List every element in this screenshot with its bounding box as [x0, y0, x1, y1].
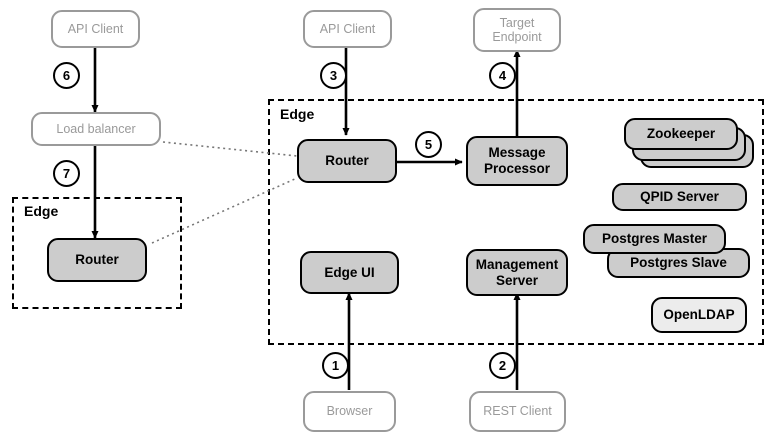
node-message-processor[interactable]: Message Processor: [466, 136, 568, 186]
node-edge-ui[interactable]: Edge UI: [300, 251, 399, 294]
node-rest-client[interactable]: REST Client: [469, 391, 566, 432]
node-api-client-mid[interactable]: API Client: [303, 10, 392, 48]
node-label: Zookeeper: [646, 126, 716, 142]
step-badge-2[interactable]: 2: [489, 352, 516, 379]
group-edge-main-label: Edge: [280, 106, 315, 122]
node-label: Postgres Master: [601, 231, 708, 247]
step-badge-6[interactable]: 6: [53, 62, 80, 89]
step-number: 3: [329, 68, 338, 83]
node-label: Edge UI: [324, 264, 375, 280]
node-label: OpenLDAP: [663, 307, 735, 323]
step-number: 7: [62, 166, 71, 181]
node-label: Message Processor: [483, 145, 551, 176]
node-api-client-left[interactable]: API Client: [51, 10, 140, 48]
node-browser[interactable]: Browser: [303, 391, 396, 432]
node-label: Management Server: [475, 256, 559, 288]
step-number: 5: [424, 137, 433, 152]
node-router-main[interactable]: Router: [297, 139, 397, 183]
step-number: 6: [62, 68, 71, 83]
node-label: Postgres Slave: [630, 255, 727, 271]
node-target-endpoint[interactable]: Target Endpoint: [473, 8, 561, 52]
node-load-balancer[interactable]: Load balancer: [31, 112, 161, 146]
node-label: API Client: [67, 21, 124, 36]
node-qpid-server[interactable]: QPID Server: [612, 183, 747, 211]
node-label: Load balancer: [56, 121, 136, 136]
node-label: Router: [325, 153, 369, 169]
node-zookeeper[interactable]: Zookeeper: [624, 118, 738, 150]
node-label: Target Endpoint: [492, 15, 542, 44]
node-label: Router: [75, 252, 119, 268]
group-edge-left-label: Edge: [24, 203, 59, 219]
node-label: QPID Server: [640, 189, 719, 205]
node-management-server[interactable]: Management Server: [466, 249, 568, 296]
node-openldap[interactable]: OpenLDAP: [651, 297, 747, 333]
step-badge-7[interactable]: 7: [53, 160, 80, 187]
node-router-left[interactable]: Router: [47, 238, 147, 282]
step-badge-3[interactable]: 3: [320, 62, 347, 89]
step-number: 4: [498, 68, 507, 83]
step-badge-4[interactable]: 4: [489, 62, 516, 89]
node-label: API Client: [319, 21, 376, 36]
step-badge-5[interactable]: 5: [415, 131, 442, 158]
step-number: 2: [498, 358, 507, 373]
node-label: Browser: [326, 404, 373, 419]
group-edge-left: [12, 197, 182, 309]
step-badge-1[interactable]: 1: [322, 352, 349, 379]
step-number: 1: [331, 358, 340, 373]
node-label: REST Client: [483, 404, 552, 419]
node-postgres-master[interactable]: Postgres Master: [583, 224, 726, 254]
